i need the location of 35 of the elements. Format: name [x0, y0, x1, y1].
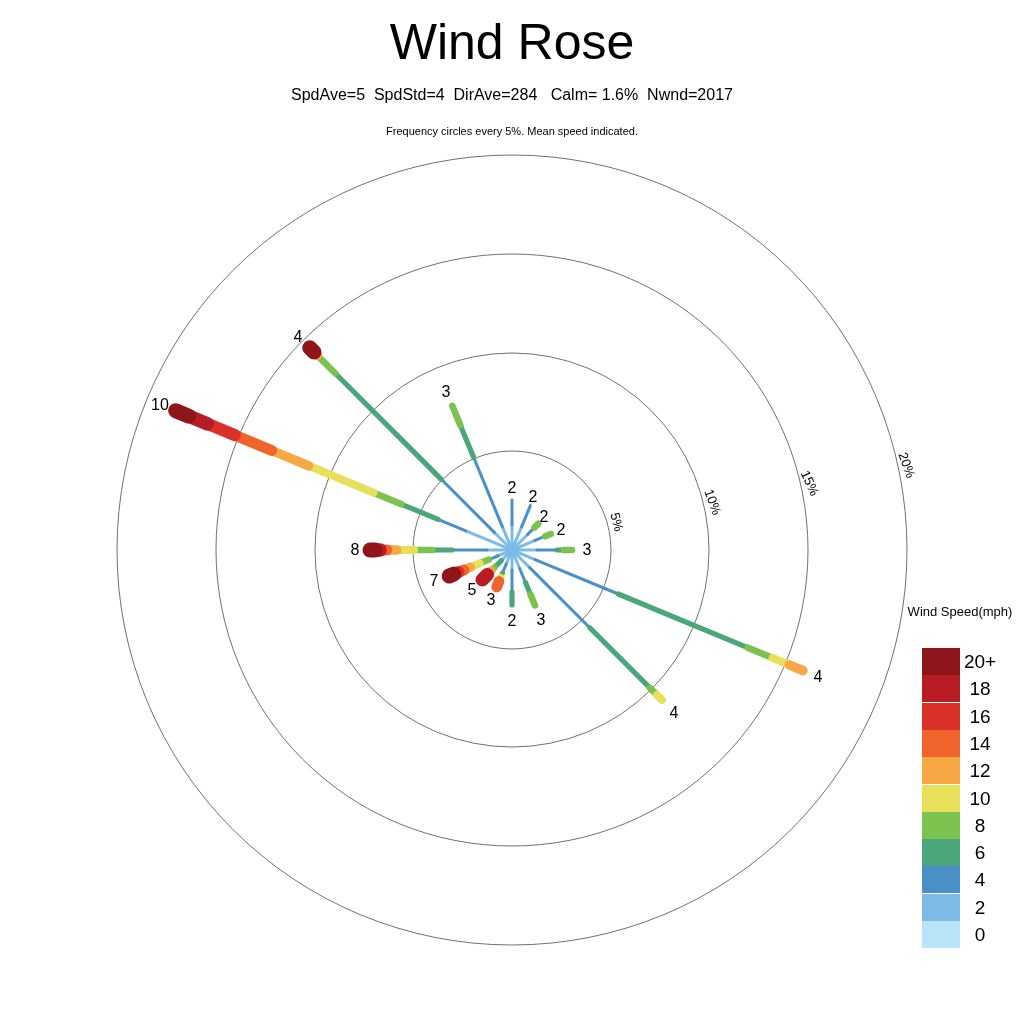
mean-speed-label: 3: [486, 592, 496, 608]
mean-speed-label: 2: [507, 613, 517, 629]
legend-label: 6: [974, 843, 986, 863]
mean-speed-label: 10: [151, 397, 169, 413]
frequency-ring-label: 20%: [896, 450, 918, 480]
mean-speed-label: 2: [539, 509, 549, 525]
legend-label: 16: [969, 706, 991, 726]
legend-label: 4: [974, 870, 986, 890]
mean-speed-label: 2: [556, 522, 566, 538]
mean-speed-label: 8: [350, 542, 360, 558]
legend-label: 0: [974, 925, 986, 944]
mean-speed-label: 4: [669, 705, 679, 721]
legend-title: Wind Speed(mph): [907, 604, 1013, 618]
mean-speed-label: 7: [429, 573, 439, 589]
statistics-line: SpdAve=5 SpdStd=4 DirAve=284 Calm= 1.6% Nwnd=2017: [291, 87, 733, 103]
mean-speed-label: 3: [441, 384, 451, 400]
legend-label: 10: [969, 788, 991, 808]
legend-label: 2: [974, 897, 986, 917]
note: Frequency circles every 5%. Mean speed indicated.: [386, 125, 638, 137]
mean-speed-label: 5: [467, 582, 477, 598]
mean-speed-label: 2: [528, 489, 538, 505]
frequency-ring-label: 5%: [608, 511, 626, 533]
mean-speed-label: 2: [507, 480, 517, 496]
mean-speed-label: 3: [582, 542, 592, 558]
mean-speed-label: 4: [293, 329, 303, 345]
frequency-ring-label: 15%: [798, 468, 822, 498]
legend-label: 8: [974, 815, 986, 835]
frequency-ring-label: 10%: [702, 487, 724, 517]
legend-label: 14: [969, 733, 991, 753]
mean-speed-label: 3: [536, 612, 546, 628]
legend-label: 12: [969, 761, 991, 781]
legend-label: 18: [969, 679, 991, 699]
chart-title: Wind Rose: [389, 17, 635, 67]
mean-speed-label: 4: [813, 669, 823, 685]
legend-label: 20+: [963, 652, 997, 671]
